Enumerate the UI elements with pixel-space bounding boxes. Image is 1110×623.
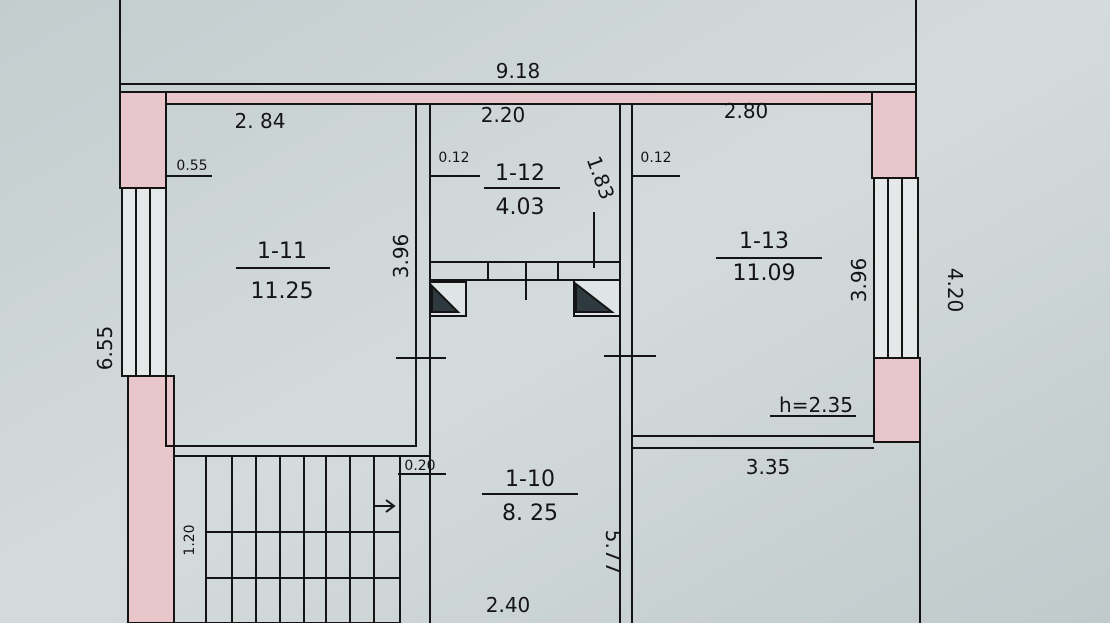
dim-stairs-gap: 0.20 [404,458,435,474]
dim-bottom-width: 2.40 [486,593,531,617]
dim-right-height: 4.20 [943,268,967,313]
ceiling-height-label: h=2.35 [779,393,853,417]
right-window [873,177,919,359]
dim-stairs-width: 1.20 [182,524,198,555]
room-1-13-area: 11.09 [733,261,796,286]
dim-corridor-length: 5.77 [601,530,625,575]
dimension-underlines [166,175,856,495]
dim-wall-0-55: 0.55 [176,158,207,174]
overall-width-label: 9.18 [496,59,541,83]
vent-right [573,279,621,317]
dim-top-left: 2. 84 [235,109,286,133]
dim-right-bottom: 3.35 [746,455,791,479]
room-1-10-area: 8. 25 [502,501,558,526]
stairs [173,455,401,623]
dim-top-right: 2.80 [724,99,769,123]
dim-top-center: 2.20 [481,103,526,127]
dim-wall-0-12-right: 0.12 [640,150,671,166]
left-window [121,187,167,377]
room-1-12-area: 4.03 [496,195,545,220]
room-1-12-id: 1-12 [495,161,545,186]
room-1-10-id: 1-10 [505,467,555,492]
vent-left [429,281,467,317]
room-1-13-id: 1-13 [739,229,789,254]
dim-left-height: 6.55 [93,326,117,371]
room-1-11-id: 1-11 [257,239,307,264]
dim-room-1-11-height: 3.96 [389,234,413,279]
room-1-11-area: 11.25 [251,279,314,304]
dim-wall-0-12-left: 0.12 [438,150,469,166]
dim-room-1-13-height: 3.96 [847,258,871,303]
